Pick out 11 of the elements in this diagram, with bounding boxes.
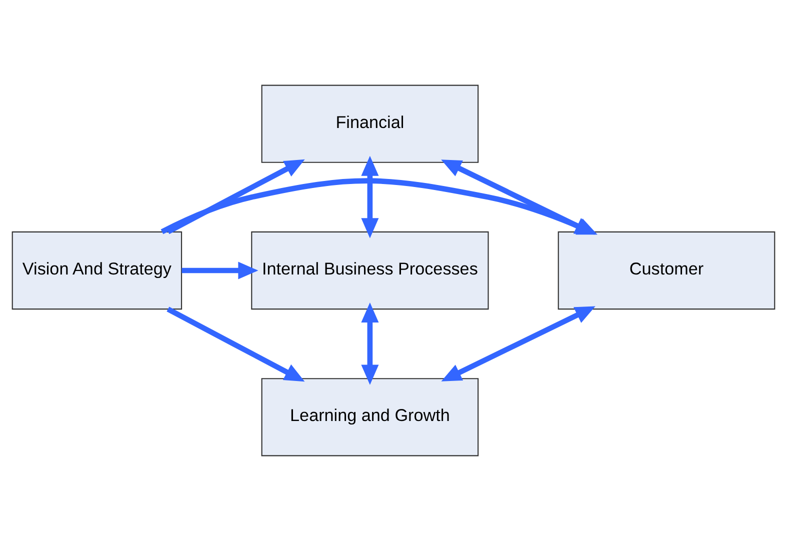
node-box: Vision And Strategy — [12, 231, 182, 310]
node-box: Customer — [558, 231, 776, 310]
arrow — [166, 159, 305, 234]
arrow — [441, 306, 596, 382]
arrow — [166, 306, 305, 382]
arrow — [361, 302, 379, 385]
arrow — [361, 156, 379, 238]
arrow — [182, 262, 258, 280]
node-box: Learning and Growth — [261, 378, 479, 456]
node-box: Financial — [261, 84, 479, 163]
node-box: Internal Business Processes — [251, 231, 489, 310]
